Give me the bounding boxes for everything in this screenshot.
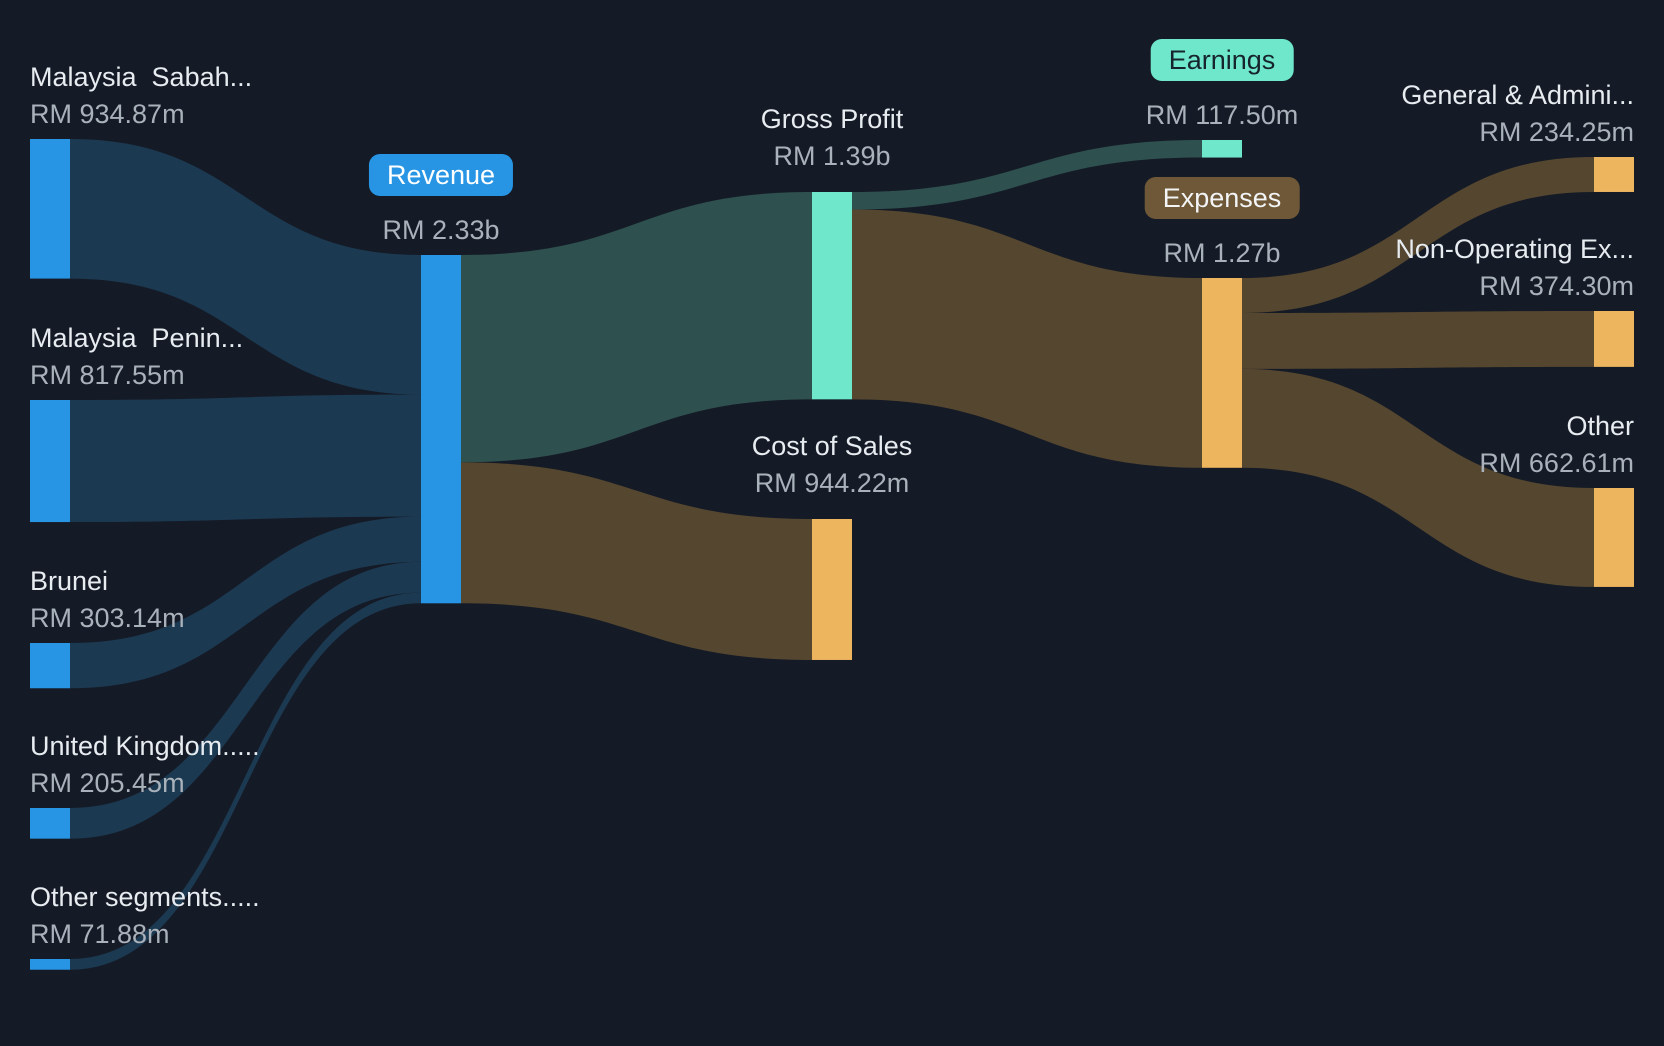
node-bar-cost-of-sales <box>812 519 852 660</box>
node-bar-earnings <box>1202 140 1242 158</box>
flow-expenses-to-general-admin <box>1242 157 1594 313</box>
node-bar-revenue <box>421 255 461 604</box>
node-bar-general-admin <box>1594 157 1634 192</box>
node-bar-other-segments <box>30 959 70 970</box>
flow-peninsular-to-revenue <box>70 394 421 523</box>
flow-expenses-to-non-operating <box>1242 311 1594 369</box>
flow-other-segments-to-revenue <box>70 592 421 970</box>
node-bar-sabah <box>30 139 70 279</box>
node-bar-brunei <box>30 643 70 689</box>
flow-brunei-to-revenue <box>70 516 421 689</box>
node-bar-expenses <box>1202 278 1242 468</box>
flow-sabah-to-revenue <box>70 139 421 395</box>
node-bar-other-expenses <box>1594 488 1634 587</box>
flow-uk-to-revenue <box>70 561 421 839</box>
flow-revenue-to-cost-of-sales <box>461 462 812 660</box>
flow-gross-profit-to-earnings <box>852 140 1202 210</box>
flow-revenue-to-gross-profit <box>461 192 812 463</box>
node-bar-peninsular <box>30 400 70 523</box>
node-bar-gross-profit <box>812 192 852 400</box>
flow-expenses-to-other-expenses <box>1242 368 1594 587</box>
node-bar-non-operating <box>1594 311 1634 367</box>
node-bar-uk <box>30 808 70 839</box>
flow-gross-profit-to-expenses <box>852 209 1202 468</box>
